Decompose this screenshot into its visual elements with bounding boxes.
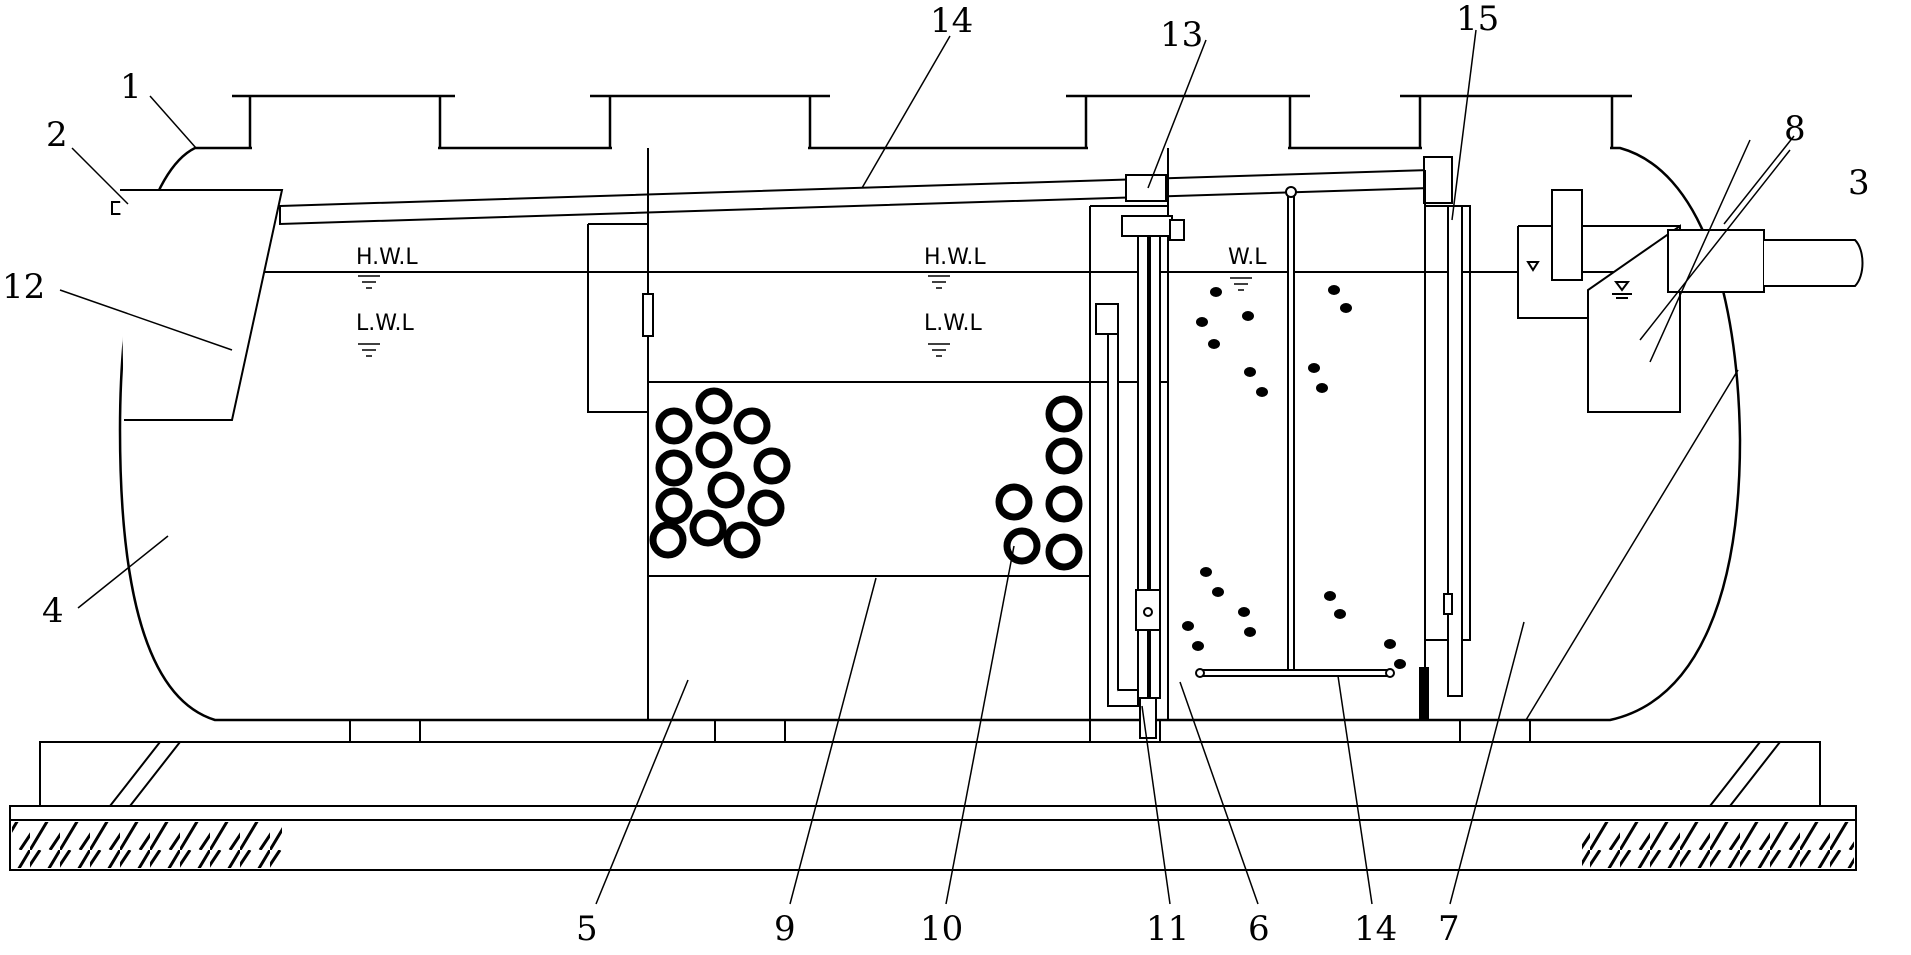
label-14-top: 14 — [930, 1, 973, 41]
leader-lines — [59, 29, 1795, 905]
outlet-pipe-flange — [1667, 229, 1765, 293]
label-13: 13 — [1160, 15, 1203, 55]
label-2: 2 — [46, 115, 68, 155]
label-wl-right: W.L — [1228, 245, 1267, 270]
label-lwl-left: L.W.L — [356, 311, 414, 336]
label-15: 15 — [1456, 0, 1499, 39]
label-5: 5 — [576, 909, 598, 949]
baffle-4-5 — [587, 223, 648, 413]
soil-hatch-right — [1582, 822, 1854, 868]
outlet-pipe — [1764, 239, 1864, 287]
inlet-assembly — [111, 189, 284, 421]
part-numbers: 1 2 3 4 5 6 7 8 9 10 11 12 13 14 14 15 — [2, 0, 1870, 949]
label-12: 12 — [2, 267, 45, 307]
airlift-pipes — [1095, 215, 1185, 739]
label-7: 7 — [1438, 909, 1460, 949]
inlet-baffle — [120, 189, 284, 421]
air-pipe-top — [279, 156, 1453, 226]
soil-hatch-left — [12, 822, 282, 868]
label-3: 3 — [1848, 163, 1870, 203]
manholes — [232, 94, 1632, 152]
label-hwl-left: H.W.L — [356, 245, 418, 270]
label-4: 4 — [42, 591, 64, 631]
label-8: 8 — [1784, 109, 1806, 149]
suspended-particles — [1182, 285, 1406, 669]
sludge-return-pipe — [1443, 205, 1463, 697]
label-11: 11 — [1146, 909, 1189, 949]
outlet-assembly — [1517, 189, 1864, 413]
pipe-elbow-right — [1423, 156, 1453, 204]
label-14-bottom: 14 — [1354, 909, 1397, 949]
slab-break-right — [1709, 741, 1781, 807]
tank-shell — [118, 146, 1742, 722]
outlet-chamber — [1517, 224, 1681, 413]
label-lwl-mid: L.W.L — [924, 311, 982, 336]
valve-13 — [1125, 174, 1167, 202]
label-10: 10 — [920, 909, 963, 949]
slab-break-left — [109, 741, 181, 807]
filter-media — [649, 387, 1083, 571]
water-level-symbols — [358, 275, 1252, 357]
label-9: 9 — [774, 909, 796, 949]
label-6: 6 — [1248, 909, 1270, 949]
outlet-weir — [1551, 189, 1583, 281]
foundation — [9, 741, 1857, 871]
label-1: 1 — [120, 67, 142, 107]
tank-supports — [349, 719, 1531, 743]
aeration-diffuser — [1195, 186, 1429, 721]
water-level-labels: H.W.L L.W.L H.W.L L.W.L W.L — [356, 245, 1267, 336]
partitions — [587, 148, 1471, 720]
label-hwl-mid: H.W.L — [924, 245, 986, 270]
